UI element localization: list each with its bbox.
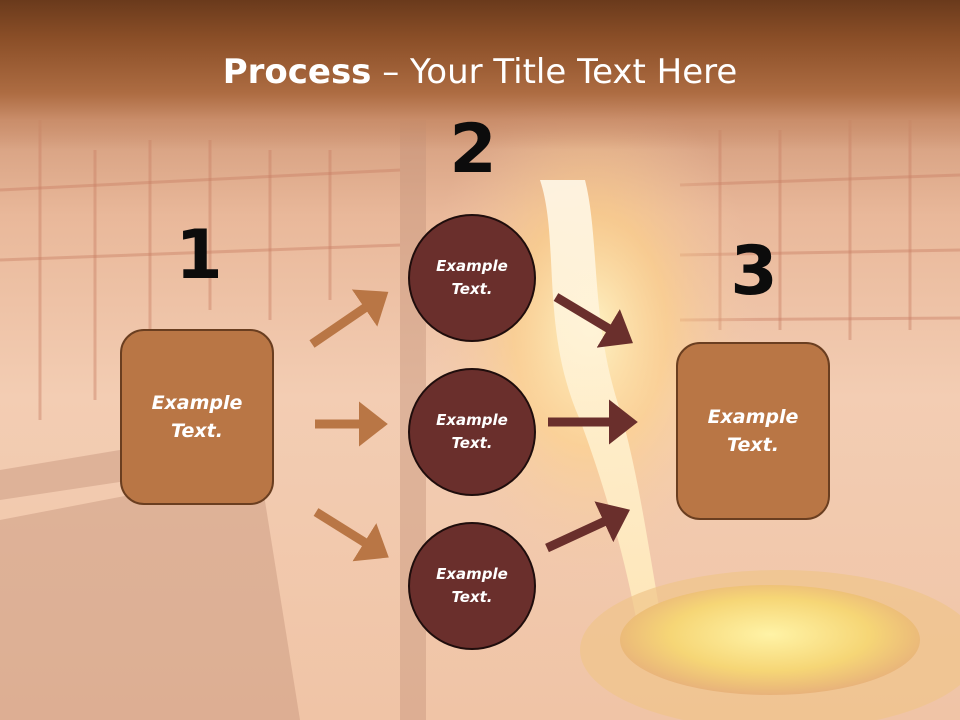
title-bar <box>0 0 960 150</box>
step-number-3: 3 <box>730 232 778 311</box>
step-3-label: Example Text. <box>707 405 799 457</box>
step-2-circle-middle[interactable]: Example Text. <box>408 368 536 496</box>
step-2-item-2: Example Text. <box>436 410 508 452</box>
step-2-circle-top[interactable]: Example Text. <box>408 214 536 342</box>
step-number-1: 1 <box>175 216 223 295</box>
arrow-1-to-2a <box>309 289 389 348</box>
title-rest: – Your Title Text Here <box>371 52 738 92</box>
title-bold: Process <box>222 52 372 92</box>
step-2-item-1: Example Text. <box>436 256 508 298</box>
slide-title[interactable]: Process – Your Title Text Here <box>0 52 960 92</box>
arrow-1-to-2c <box>313 508 389 562</box>
step-1-label: Example Text. <box>151 391 243 443</box>
step-3-box[interactable]: Example Text. <box>676 342 830 520</box>
step-1-box[interactable]: Example Text. <box>120 329 274 505</box>
arrow-2c-to-3 <box>545 501 630 553</box>
step-number-2: 2 <box>449 110 497 189</box>
arrow-2a-to-3 <box>553 293 633 348</box>
step-2-circle-bottom[interactable]: Example Text. <box>408 522 536 650</box>
step-2-item-3: Example Text. <box>436 564 508 606</box>
